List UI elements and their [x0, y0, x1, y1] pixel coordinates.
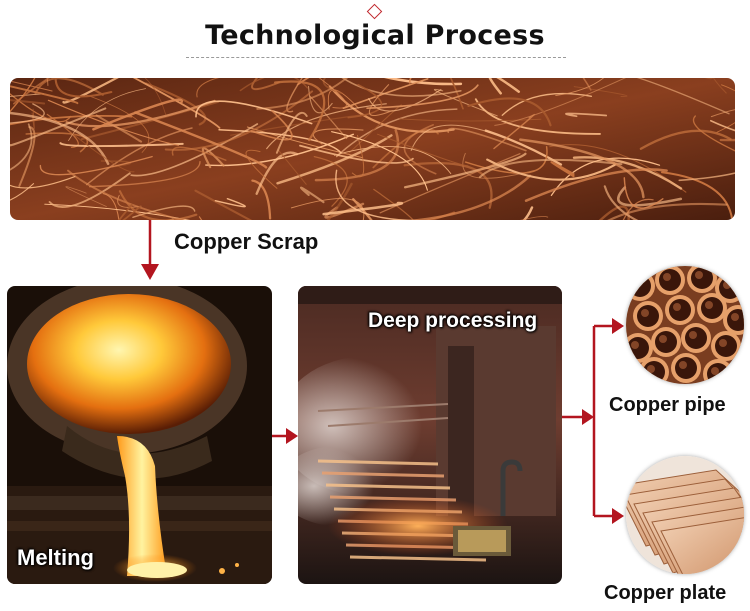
copper-pipe-photo	[626, 266, 744, 384]
copper-scrap-photo	[10, 78, 735, 220]
title-divider	[186, 57, 566, 58]
branch-arrow-icon	[562, 315, 627, 527]
copper-scrap-label: Copper Scrap	[174, 229, 318, 255]
title-diamond-icon	[367, 4, 383, 20]
deep-processing-label: Deep processing	[368, 309, 537, 333]
copper-plate-photo	[626, 456, 744, 574]
copper-plate-label: Copper plate	[604, 582, 726, 605]
arrow-down-icon	[138, 220, 162, 282]
copper-pipe-label: Copper pipe	[609, 394, 726, 417]
melting-photo	[7, 286, 272, 584]
melting-label: Melting	[17, 545, 94, 571]
page-title: Technological Process	[0, 20, 750, 51]
arrow-right-icon	[272, 426, 298, 446]
